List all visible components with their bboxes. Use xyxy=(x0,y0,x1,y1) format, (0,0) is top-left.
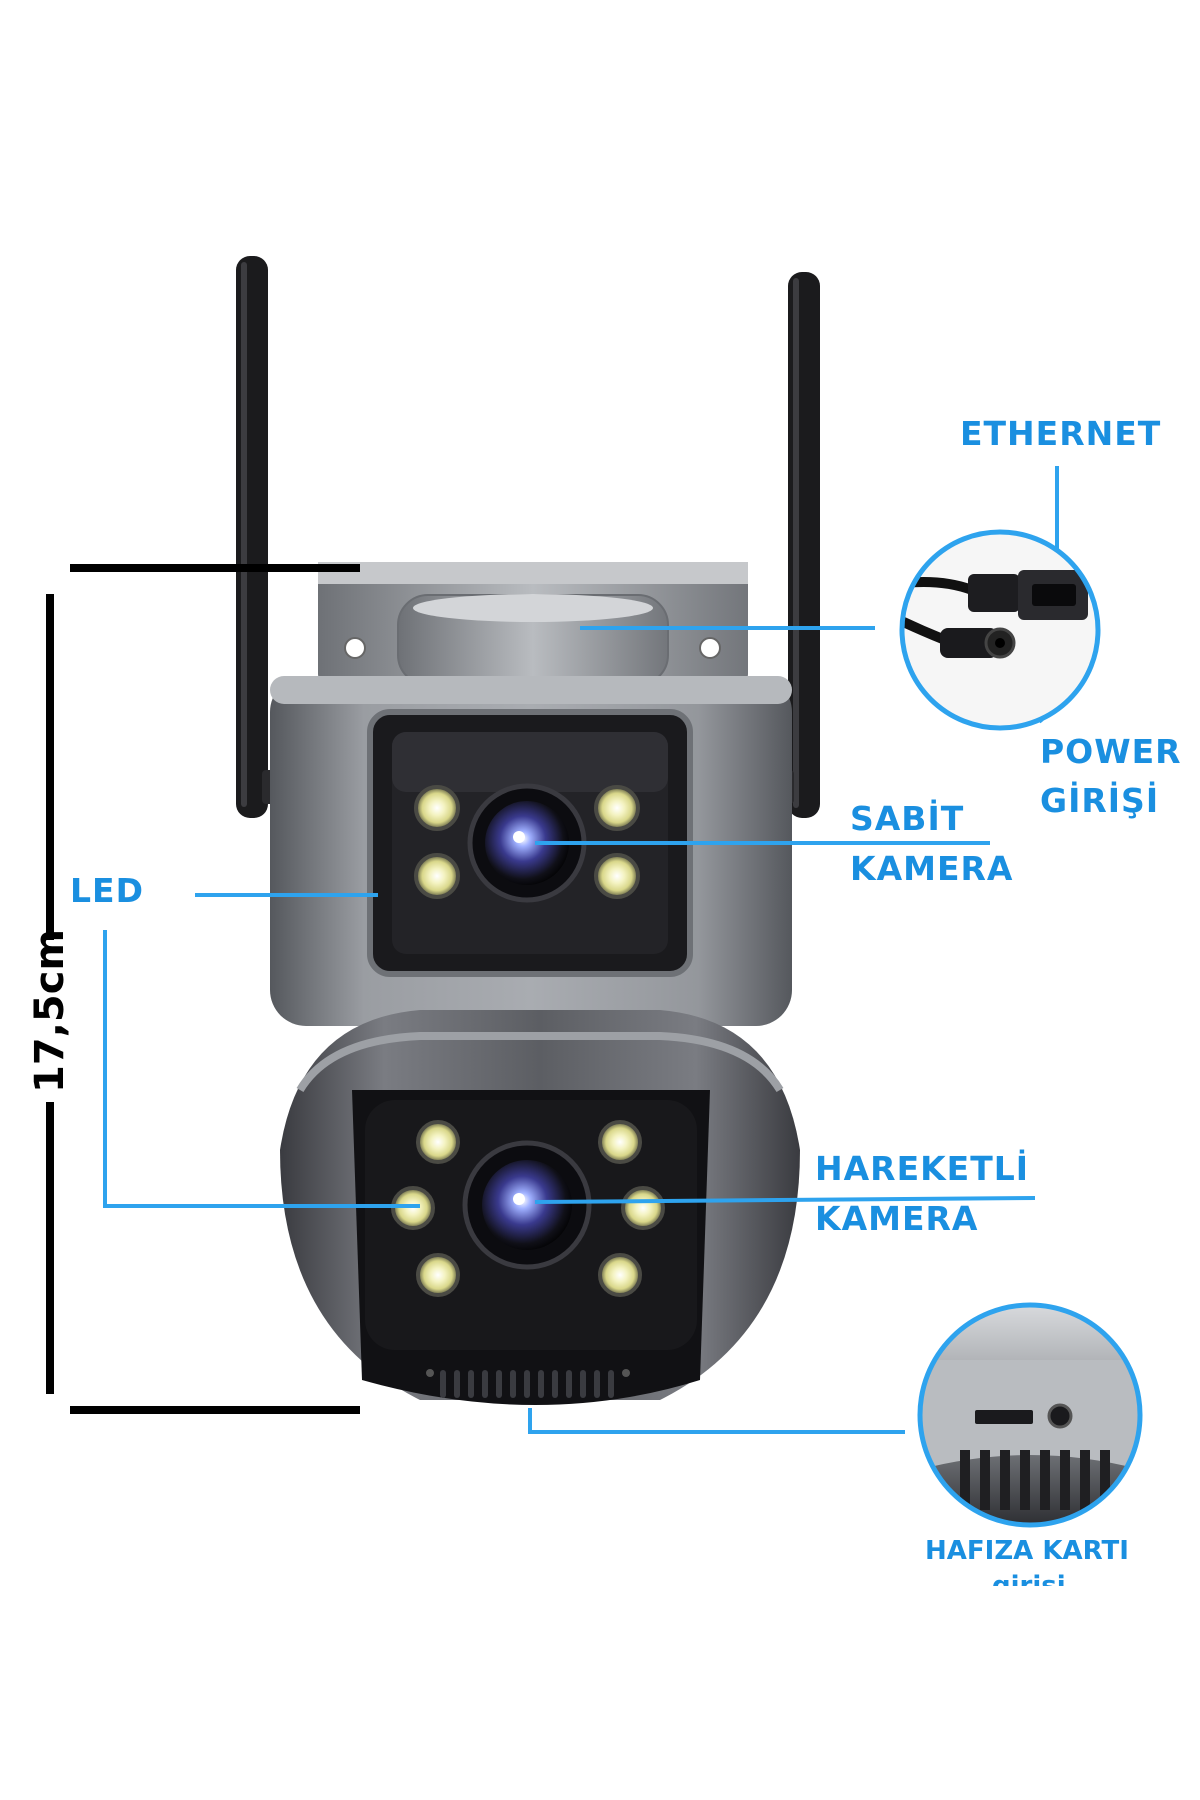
wall-mount xyxy=(318,562,748,686)
ethernet-inset xyxy=(899,529,1101,731)
fixed-camera-housing xyxy=(270,676,792,1026)
memory-card-label-clip: girişi xyxy=(980,1572,1100,1586)
led-label: LED xyxy=(70,871,144,910)
height-dimension xyxy=(46,564,360,1414)
ptz-camera-label-line2: KAMERA xyxy=(815,1199,979,1238)
height-dimension-text: 17,5cm xyxy=(27,928,73,1093)
memory-card-label-line1: HAFIZA KARTI xyxy=(925,1536,1129,1566)
power-label-line1: POWER xyxy=(1040,732,1182,771)
memory-card-label-line2: girişi xyxy=(992,1572,1066,1586)
antenna-left xyxy=(236,256,284,818)
ethernet-label: ETHERNET xyxy=(960,414,1162,453)
memory-card-inset xyxy=(917,1302,1143,1528)
ptz-camera-dome xyxy=(280,1010,800,1405)
ptz-camera-label-line1: HAREKETLİ xyxy=(815,1149,1030,1188)
dc-power-plug-icon xyxy=(902,613,1016,659)
fixed-camera-label-line2: KAMERA xyxy=(850,849,1014,888)
power-label-line2: GİRİŞİ xyxy=(1040,781,1160,820)
fixed-camera-label-line1: SABİT xyxy=(850,799,965,838)
sd-card-slot-icon xyxy=(975,1403,1073,1429)
